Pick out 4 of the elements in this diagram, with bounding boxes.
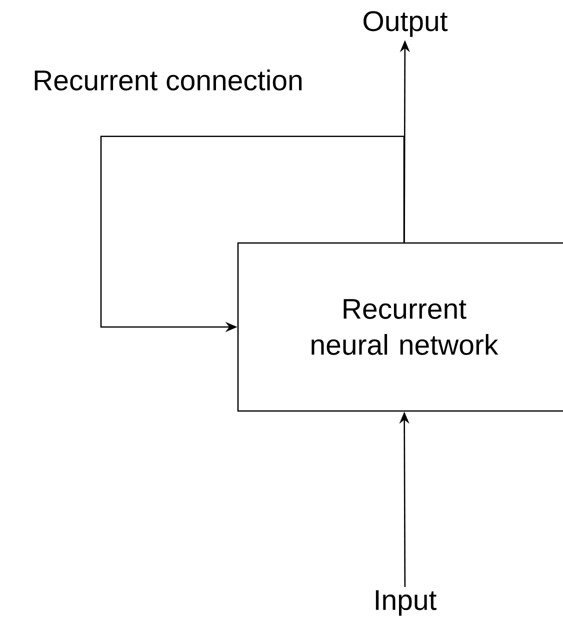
edge-label: Recurrent connection bbox=[30, 68, 306, 92]
output-label: Output bbox=[364, 11, 448, 37]
process-box: Recurrent neural network bbox=[237, 242, 563, 412]
input-label: Input bbox=[376, 590, 436, 616]
